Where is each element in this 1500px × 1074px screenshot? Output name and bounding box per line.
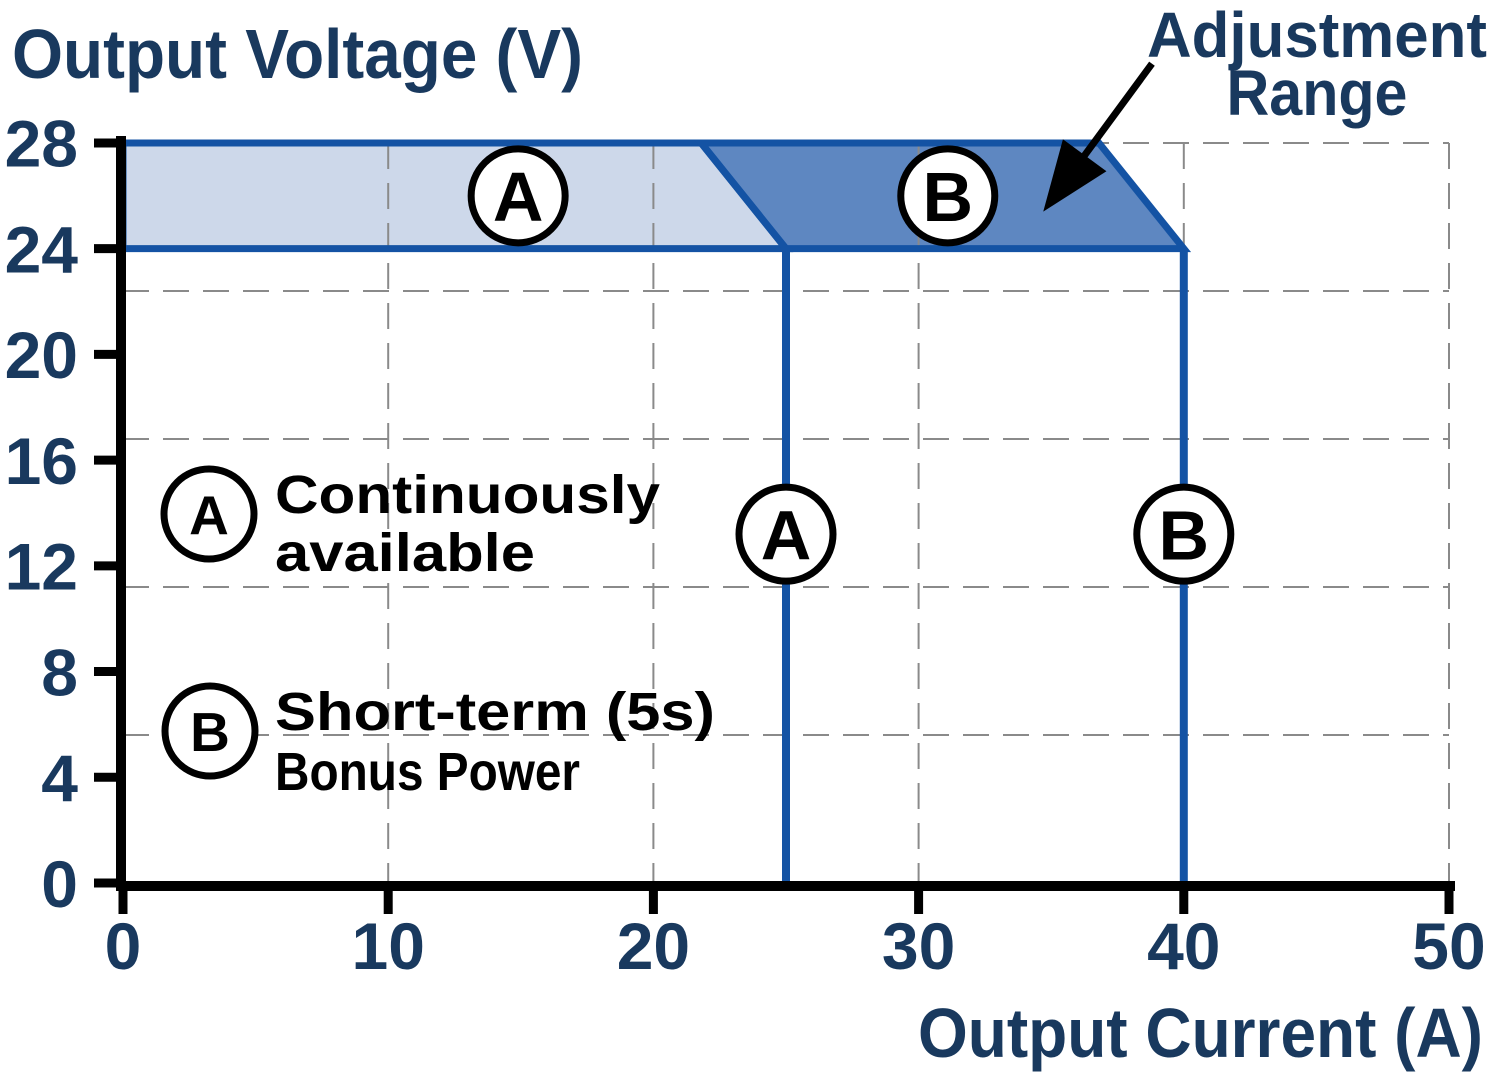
current-limit-lines xyxy=(782,248,1188,886)
legend-a-letter: A xyxy=(189,484,229,546)
region-a-marker-circle xyxy=(467,145,569,247)
y-tick-label-0: 0 xyxy=(41,847,78,921)
y-tick-label-4: 4 xyxy=(41,741,78,815)
region-b-marker-circle xyxy=(897,145,999,247)
tick-label-layer: 0 4 8 12 16 20 24 28 0 10 20 30 40 50 xyxy=(5,107,1486,983)
axes-layer xyxy=(94,136,1455,914)
x-axis-title: Output Current (A) xyxy=(918,994,1483,1072)
x-tick-label-30: 30 xyxy=(882,909,955,983)
legend-a-circle xyxy=(160,465,258,563)
y-tick-label-28: 28 xyxy=(5,107,78,181)
legend-b-text-line1: Short-term (5s) xyxy=(275,682,715,742)
arrow-head xyxy=(1043,139,1107,212)
region-a-fill xyxy=(123,142,786,249)
x-tick-label-50: 50 xyxy=(1412,909,1485,983)
x-tick-label-40: 40 xyxy=(1147,909,1220,983)
y-tick-label-16: 16 xyxy=(5,424,78,498)
region-b-marker-letter: B xyxy=(922,158,973,236)
x-tick-label-10: 10 xyxy=(351,909,424,983)
limit-line-b-marker-letter: B xyxy=(1159,496,1210,574)
region-a-marker-letter: A xyxy=(493,158,544,236)
adjustment-range-label-line1: Adjustment xyxy=(1147,0,1487,71)
y-tick-label-8: 8 xyxy=(41,635,78,709)
limit-line-b-marker-circle xyxy=(1133,483,1235,585)
x-tick-label-0: 0 xyxy=(105,909,142,983)
y-tick-label-24: 24 xyxy=(5,212,79,286)
y-axis-title: Output Voltage (V) xyxy=(12,15,583,93)
circled-letter-markers: A B A B xyxy=(467,145,1235,585)
y-tick-label-12: 12 xyxy=(5,530,78,604)
legend-b-text-line2: Bonus Power xyxy=(275,742,580,802)
limit-line-a-marker-circle xyxy=(735,483,837,585)
arrow-shaft xyxy=(1078,61,1155,163)
adjustment-range-arrow xyxy=(1043,61,1155,212)
legend-a-text-line2: available xyxy=(275,523,535,583)
x-tick-label-20: 20 xyxy=(617,909,690,983)
legend-b-circle xyxy=(161,682,259,780)
y-tick-label-20: 20 xyxy=(5,318,78,392)
legend-b-letter: B xyxy=(190,701,230,763)
legend-a-text-line1: Continuously xyxy=(275,465,660,525)
adjustment-range-label-line2: Range xyxy=(1227,57,1408,129)
limit-line-a-marker-letter: A xyxy=(761,496,812,574)
